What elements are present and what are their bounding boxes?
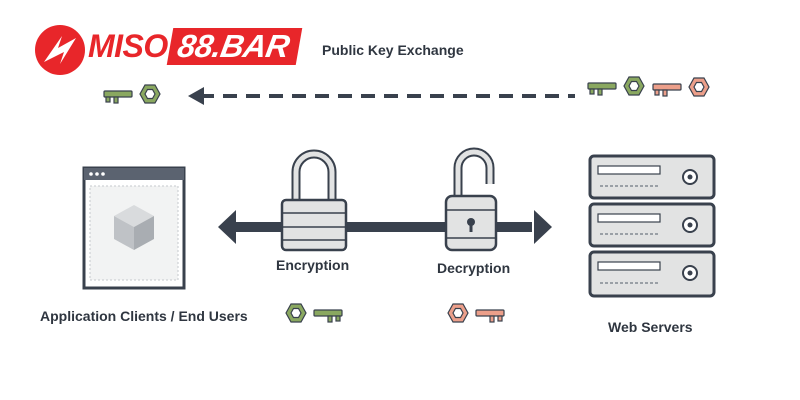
encryption-label: Encryption xyxy=(276,257,350,273)
private-key-icon xyxy=(652,77,710,97)
logo-emblem-icon xyxy=(35,25,85,75)
public-key-exchange-arrow xyxy=(188,87,575,105)
private-key-icon xyxy=(447,303,505,323)
servers-label: Web Servers xyxy=(608,319,693,335)
public-key-icon xyxy=(103,84,161,104)
public-key-icon xyxy=(285,303,343,323)
data-flow-arrow xyxy=(218,210,552,244)
logo-text-prefix: MISO xyxy=(88,28,168,64)
lock-open-icon xyxy=(444,147,498,252)
public-key-exchange-label: Public Key Exchange xyxy=(322,42,464,58)
server-stack-icon xyxy=(588,154,716,298)
public-key-icon xyxy=(587,76,645,96)
lock-closed-icon xyxy=(280,149,348,252)
clients-label: Application Clients / End Users xyxy=(40,308,248,324)
browser-window-icon xyxy=(82,166,186,290)
logo[interactable] xyxy=(32,22,294,78)
decryption-label: Decryption xyxy=(437,260,511,276)
